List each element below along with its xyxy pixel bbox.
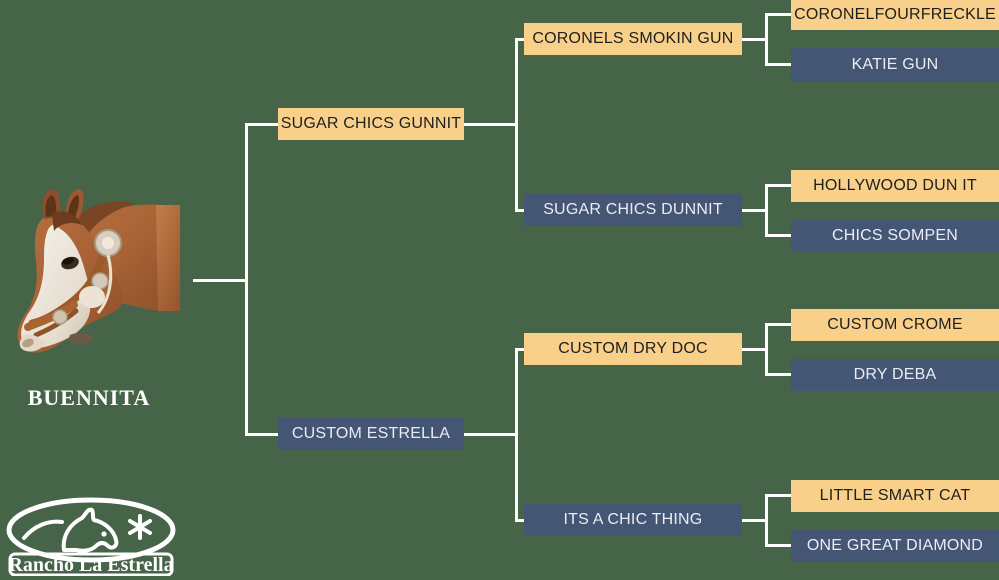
pedigree-node-dam-sire[interactable]: CUSTOM DRY DOC [524, 333, 742, 365]
connector-gen4-sd-dam [765, 234, 793, 237]
connector-sd-stub [742, 209, 768, 212]
connector-sire-stub [464, 123, 518, 126]
connector-ss-stub [742, 38, 768, 41]
connector-dd-stub [742, 519, 768, 522]
pedigree-node-dd-sire[interactable]: LITTLE SMART CAT [791, 480, 999, 512]
connector-gen2-sire [245, 123, 280, 126]
pedigree-node-ds-dam[interactable]: DRY DEBA [791, 359, 999, 391]
connector-gen4-dd-sire [765, 494, 793, 497]
pedigree-node-sire-sire[interactable]: CORONELS SMOKIN GUN [524, 23, 742, 55]
connector-gen4-b1 [765, 13, 768, 65]
connector-subject-stub [193, 279, 247, 282]
connector-gen4-ss-dam [765, 63, 793, 66]
subject-name: BUENNITA [27, 385, 151, 410]
connector-gen2-dam [245, 433, 280, 436]
pedigree-node-sd-sire[interactable]: HOLLYWOOD DUN IT [791, 170, 999, 202]
connector-gen2-bracket [245, 123, 248, 436]
connector-gen4-ds-dam [765, 373, 793, 376]
connector-gen4-ds-sire [765, 323, 793, 326]
pedigree-node-dam[interactable]: CUSTOM ESTRELLA [278, 418, 464, 450]
pedigree-node-ss-dam[interactable]: KATIE GUN [791, 48, 999, 82]
connector-gen3-ds [515, 348, 527, 351]
connector-dam-stub [464, 433, 518, 436]
connector-gen3-ss [515, 38, 527, 41]
pedigree-node-sire-dam[interactable]: SUGAR CHICS DUNNIT [524, 194, 742, 226]
connector-gen4-dd-dam [765, 544, 793, 547]
ranch-logo-text: Rancho La Estrella [8, 554, 173, 576]
connector-ds-stub [742, 348, 768, 351]
connector-gen4-sd-sire [765, 184, 793, 187]
connector-gen3-top-bracket [515, 38, 518, 212]
pedigree-node-dd-dam[interactable]: ONE GREAT DIAMOND [791, 530, 999, 562]
connector-gen3-sd [515, 209, 527, 212]
subject-horse-photo [8, 185, 186, 360]
connector-gen4-b3 [765, 323, 768, 375]
pedigree-node-sire[interactable]: SUGAR CHICS GUNNIT [278, 108, 464, 140]
connector-gen3-bottom-bracket [515, 348, 518, 522]
ranch-logo: Rancho La Estrella [4, 492, 179, 576]
connector-gen4-b2 [765, 184, 768, 236]
connector-gen3-dd [515, 519, 527, 522]
pedigree-node-ss-sire[interactable]: CORONELFOURFRECKLE [791, 0, 999, 30]
horse-head-illustration [17, 189, 180, 353]
pedigree-node-sd-dam[interactable]: CHICS SOMPEN [791, 220, 999, 252]
pedigree-node-ds-sire[interactable]: CUSTOM CROME [791, 309, 999, 341]
pedigree-node-dam-dam[interactable]: ITS A CHIC THING [524, 504, 742, 536]
connector-gen4-b4 [765, 494, 768, 546]
connector-gen4-ss-sire [765, 13, 793, 16]
